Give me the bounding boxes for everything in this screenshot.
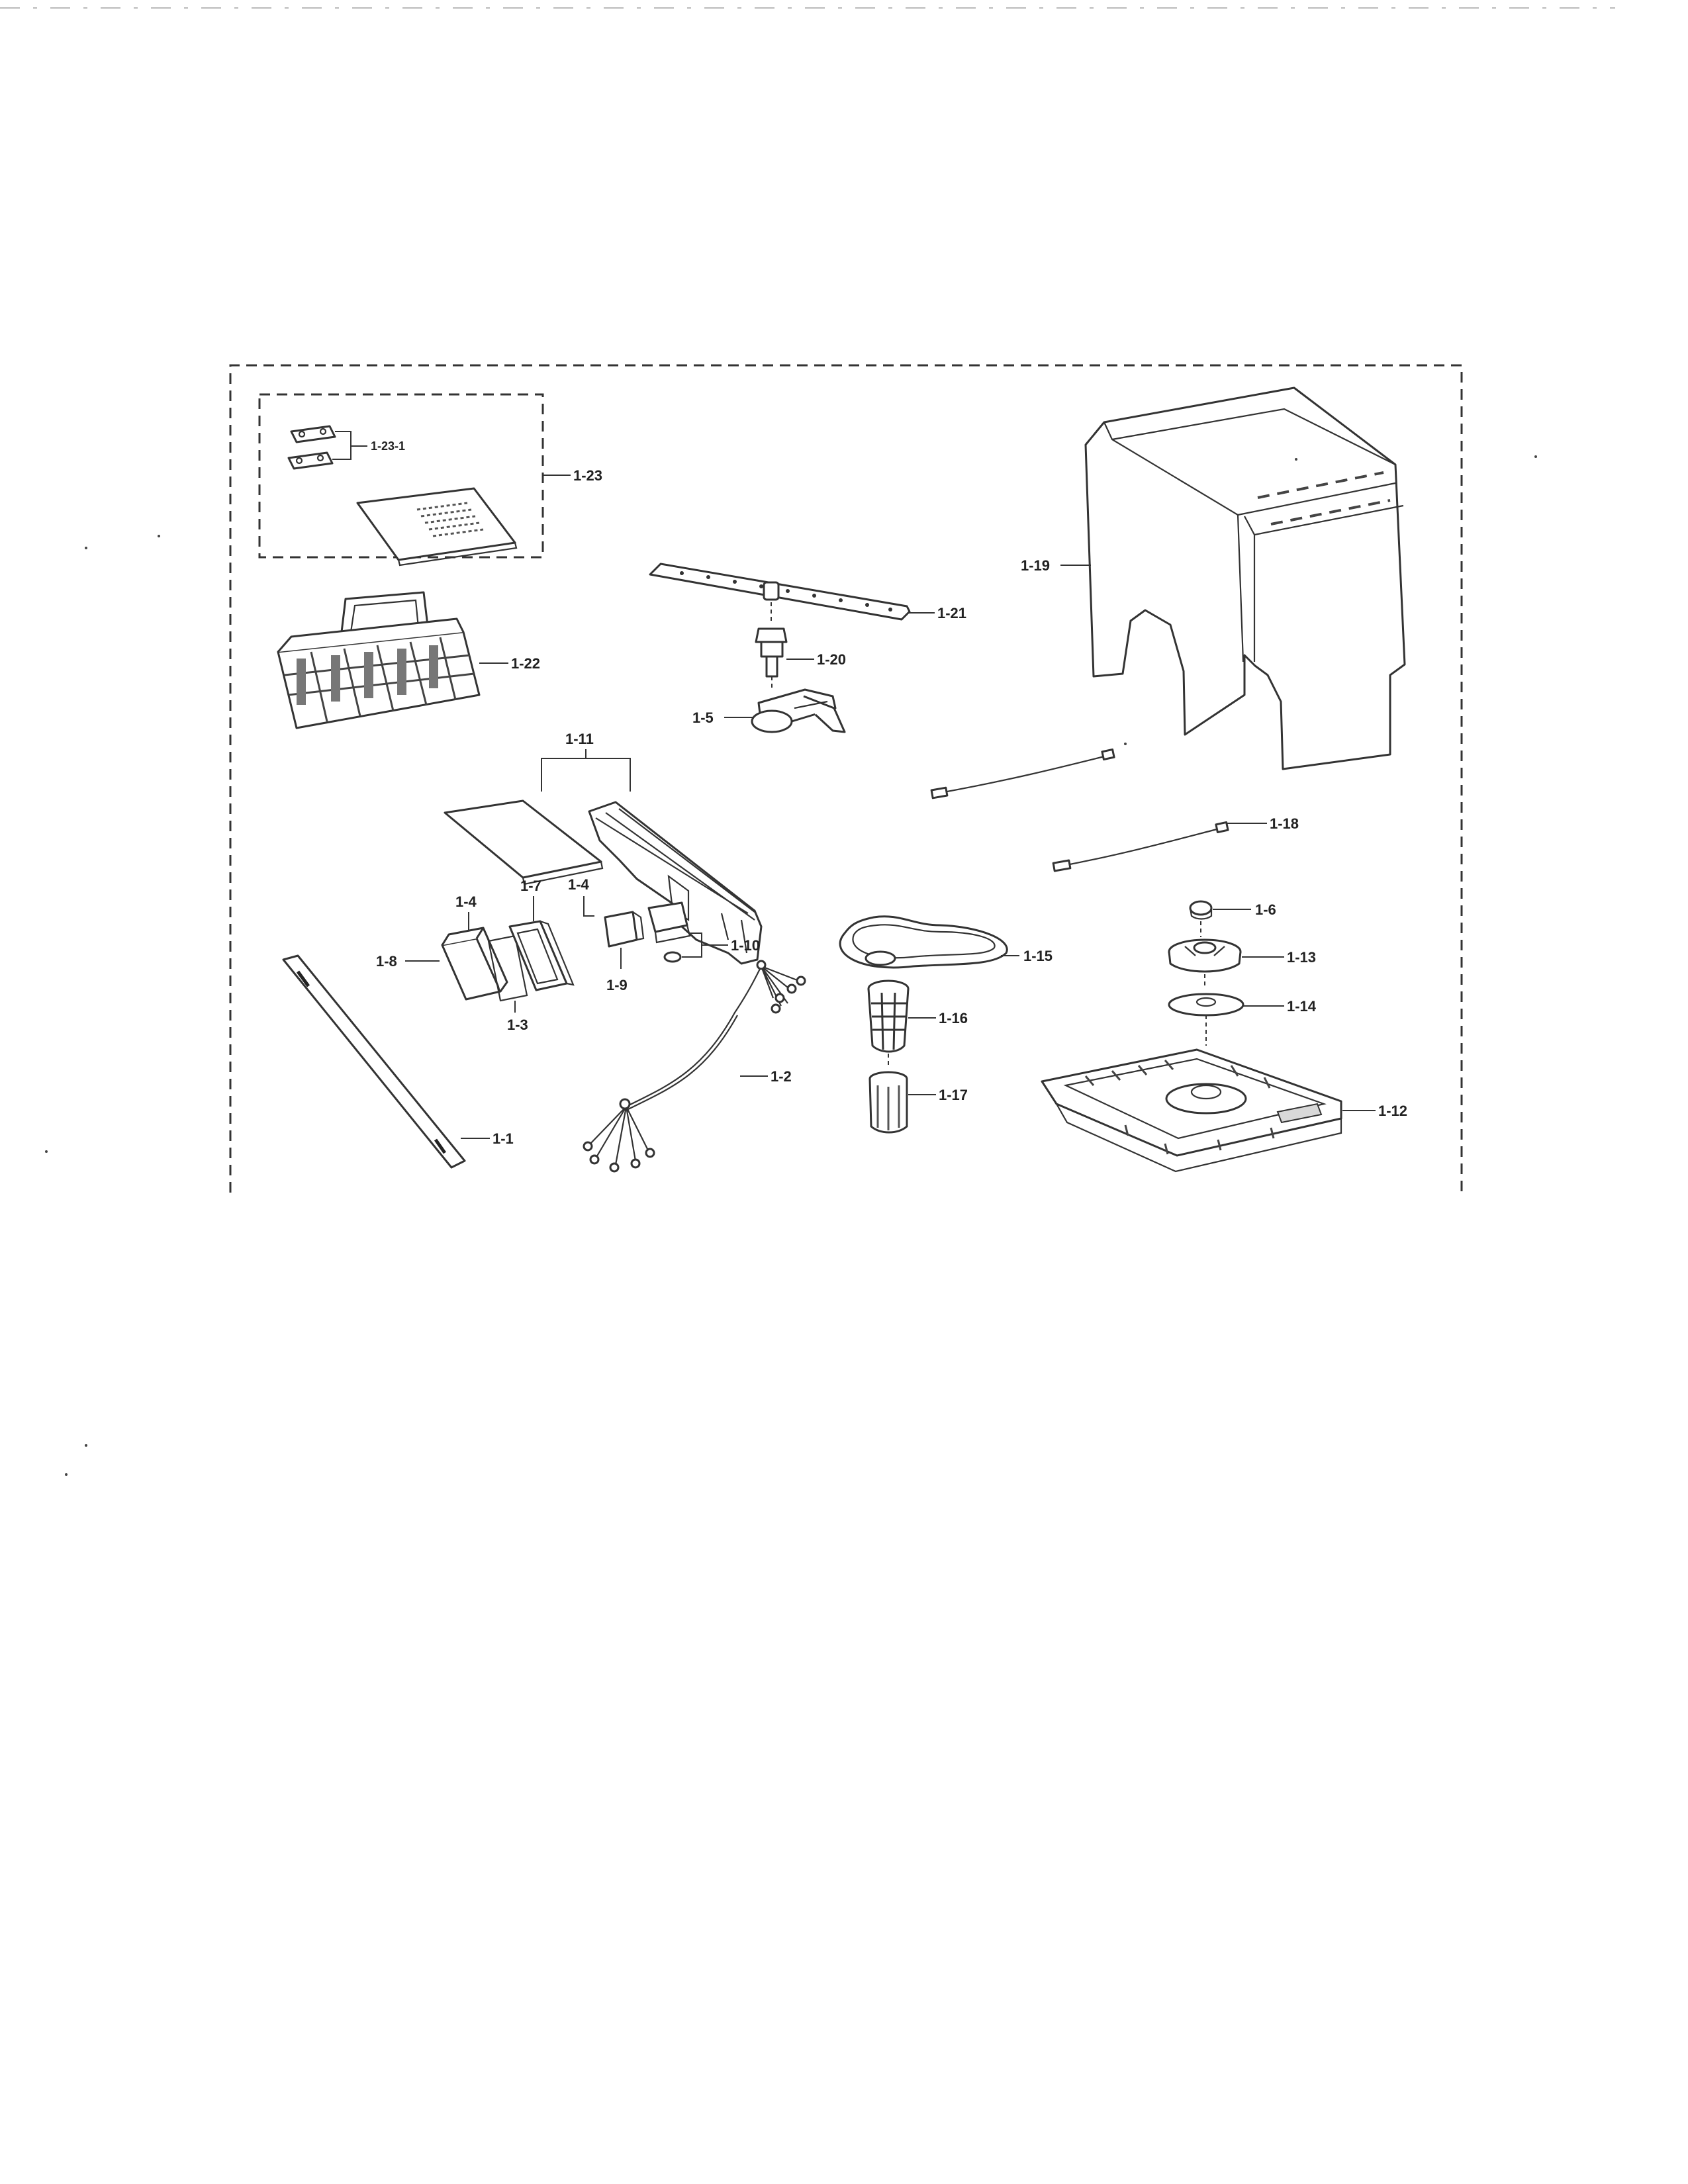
label-1-17: 1-17 xyxy=(939,1087,968,1103)
part-filter-1-17 xyxy=(868,1071,908,1134)
part-bracket-1-23-1 xyxy=(287,425,367,470)
part-spray-arm-1-21 xyxy=(649,563,911,621)
part-cap-1-6 xyxy=(1189,900,1213,920)
part-insulation-pad-1-11 xyxy=(444,799,604,886)
part-frame-1-7 xyxy=(508,920,575,991)
label-1-11: 1-11 xyxy=(565,731,594,747)
part-manifold-1-5 xyxy=(751,688,846,733)
part-panel-1-1 xyxy=(282,954,466,1169)
leader-1-4b xyxy=(583,896,594,917)
label-1-12: 1-12 xyxy=(1378,1103,1407,1119)
label-1-5: 1-5 xyxy=(692,709,714,726)
label-1-10: 1-10 xyxy=(731,937,760,954)
part-impeller-1-13 xyxy=(1168,938,1242,973)
label-1-20: 1-20 xyxy=(817,651,846,668)
diagram-frame xyxy=(229,364,1463,1193)
label-1-19: 1-19 xyxy=(1021,557,1050,574)
label-1-14: 1-14 xyxy=(1287,998,1317,1015)
label-1-1: 1-1 xyxy=(492,1130,514,1147)
label-1-4a: 1-4 xyxy=(455,893,477,910)
leader-1-10 xyxy=(682,933,728,958)
label-1-18: 1-18 xyxy=(1270,815,1299,832)
part-insulation-1-19 xyxy=(1084,387,1406,770)
label-1-22: 1-22 xyxy=(511,655,540,672)
label-1-23: 1-23 xyxy=(573,467,602,484)
label-1-8: 1-8 xyxy=(376,953,397,970)
label-1-16: 1-16 xyxy=(939,1010,968,1026)
part-disc-1-14 xyxy=(1168,993,1244,1017)
part-filter-1-16 xyxy=(867,979,910,1053)
part-bracket-1-9 xyxy=(604,911,645,948)
label-1-3: 1-3 xyxy=(507,1017,528,1033)
part-harness-1-2 xyxy=(583,960,806,1173)
label-1-2: 1-2 xyxy=(771,1068,792,1085)
scan-specks xyxy=(45,455,1537,1476)
label-1-13: 1-13 xyxy=(1287,949,1316,966)
part-clip-1-10 xyxy=(647,901,691,963)
label-1-7: 1-7 xyxy=(520,878,541,894)
label-1-23-1: 1-23-1 xyxy=(371,439,405,453)
part-hub-1-20 xyxy=(755,627,788,678)
label-1-4b: 1-4 xyxy=(568,876,590,893)
label-1-21: 1-21 xyxy=(937,605,966,621)
part-panel-1-11 xyxy=(588,801,763,965)
label-1-6: 1-6 xyxy=(1255,901,1276,918)
leader-1-11 xyxy=(541,749,631,792)
part-gasket-1-15 xyxy=(839,915,1008,969)
label-1-9: 1-9 xyxy=(606,977,628,993)
part-base-1-12 xyxy=(1041,1048,1342,1173)
part-basket-1-22 xyxy=(277,591,481,729)
part-wire-1-18 xyxy=(930,748,1229,872)
part-gasket-1-3 xyxy=(487,934,528,1002)
label-1-15: 1-15 xyxy=(1023,948,1053,964)
part-manual-1-23 xyxy=(356,487,518,567)
